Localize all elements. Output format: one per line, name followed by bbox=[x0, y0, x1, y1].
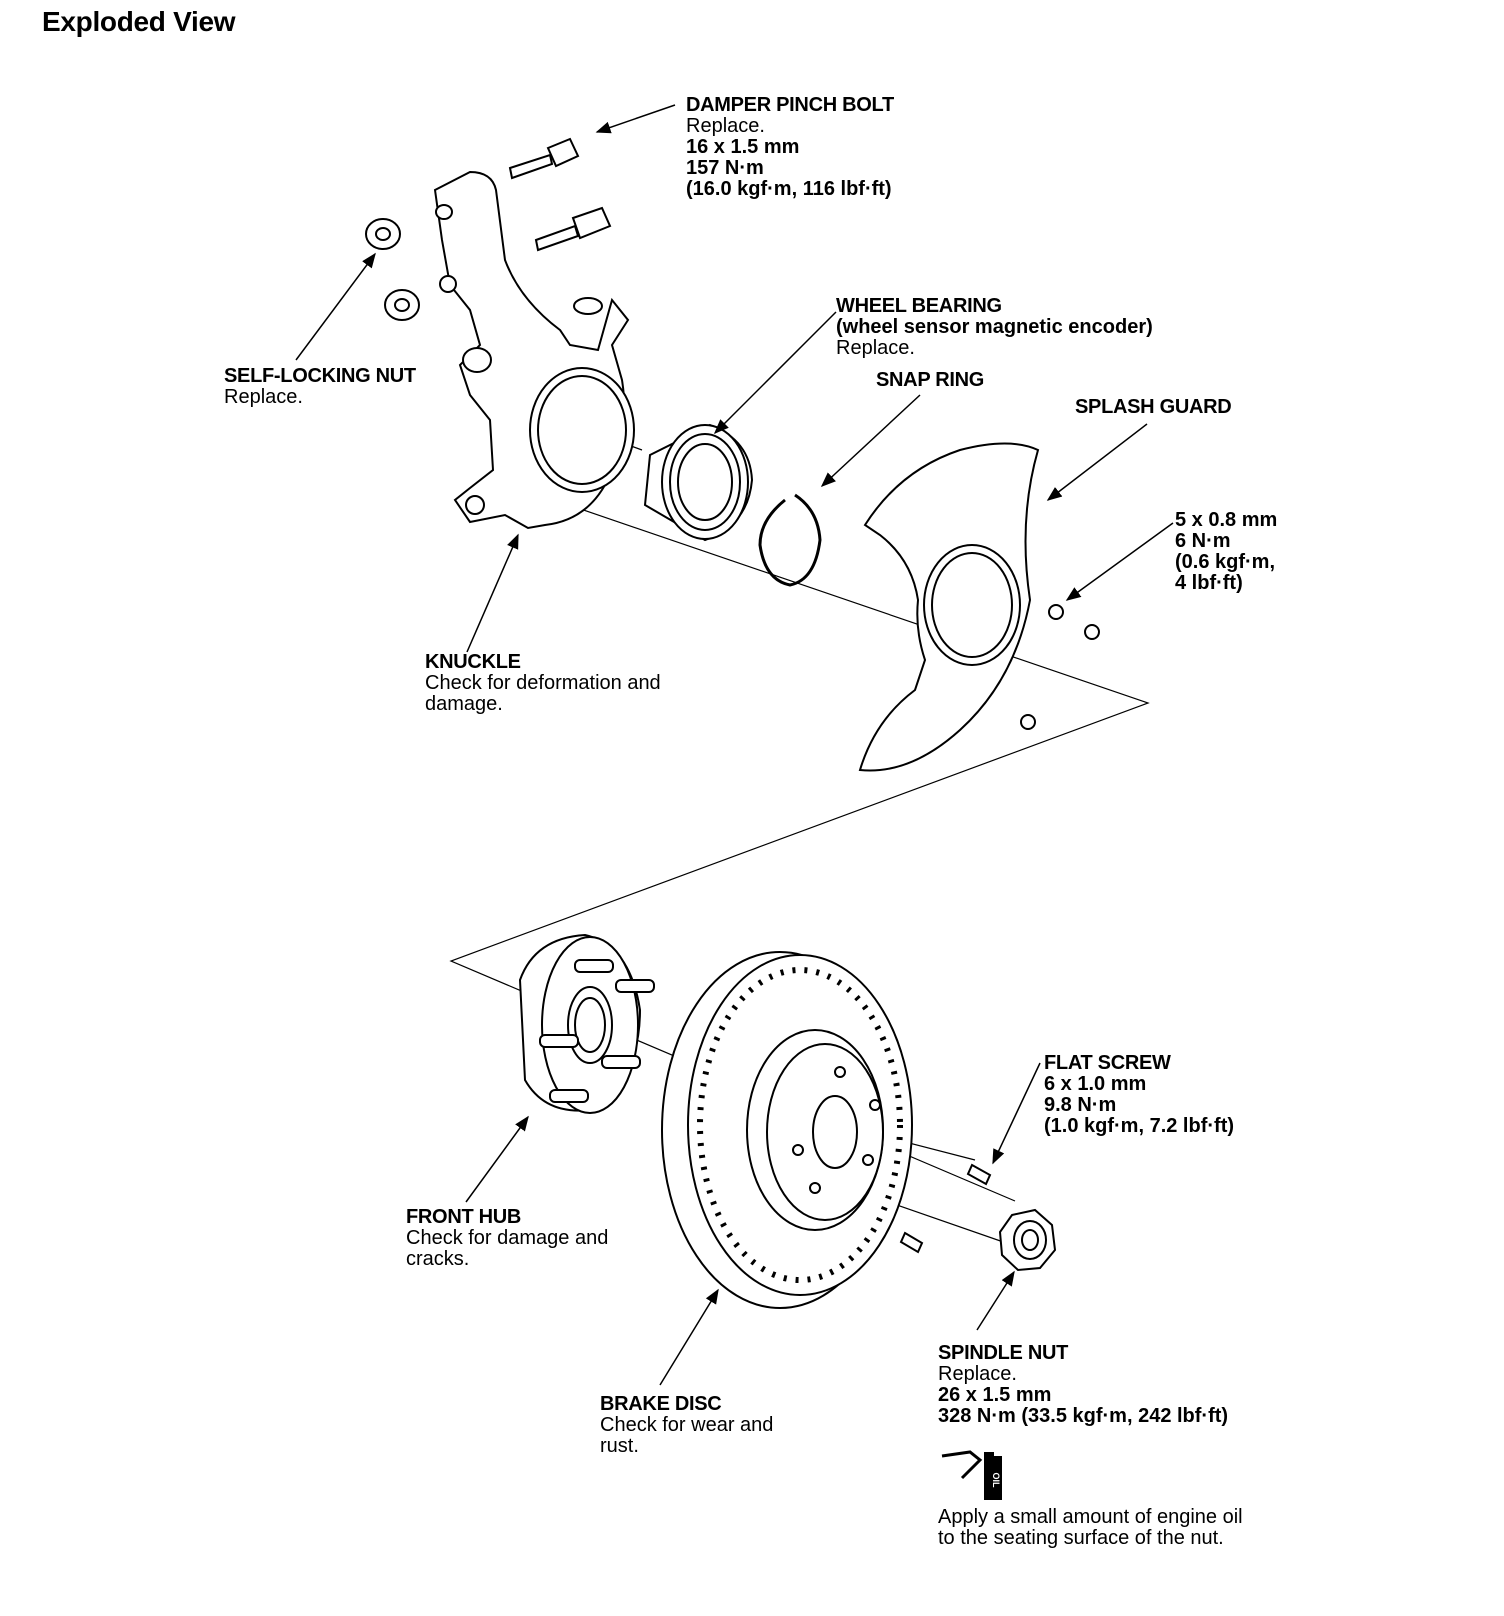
wheel-bearing-subtitle: (wheel sensor magnetic encoder) bbox=[836, 316, 1153, 338]
brake-disc-note-2: rust. bbox=[600, 1435, 639, 1457]
brake-disc-part bbox=[661, 951, 913, 1309]
brake-disc-name: BRAKE DISC bbox=[600, 1393, 722, 1415]
knuckle-note-2: damage. bbox=[425, 693, 503, 715]
spindle-nut-note: Replace. bbox=[938, 1363, 1017, 1385]
front-hub-note-2: cracks. bbox=[406, 1248, 470, 1270]
damper-pinch-bolt-note: Replace. bbox=[686, 115, 765, 137]
spindle-nut-name: SPINDLE NUT bbox=[938, 1342, 1069, 1364]
damper-pinch-bolt-name: DAMPER PINCH BOLT bbox=[686, 94, 894, 116]
snap-ring-part bbox=[758, 493, 822, 587]
oil-label: OIL bbox=[991, 1473, 1001, 1489]
spindle-nut-torque: 328 N·m (33.5 kgf·m, 242 lbf·ft) bbox=[938, 1405, 1229, 1427]
splash-guard-part bbox=[858, 442, 1040, 772]
snap-ring-callout: SNAP RING bbox=[876, 370, 984, 391]
spindle-nut-callout: SPINDLE NUT Replace. 26 x 1.5 mm 328 N·m… bbox=[938, 1343, 1228, 1427]
splash-guard-bolt-callout: 5 x 0.8 mm 6 N·m (0.6 kgf·m, 4 lbf·ft) bbox=[1175, 510, 1277, 594]
oil-note-line-1: Apply a small amount of engine oil bbox=[938, 1506, 1243, 1528]
brake-disc-note-1: Check for wear and bbox=[600, 1414, 774, 1436]
leader-arrows bbox=[295, 104, 1174, 1386]
damper-pinch-bolt-torque-alt: (16.0 kgf·m, 116 lbf·ft) bbox=[686, 178, 892, 200]
page-title: Exploded View bbox=[42, 6, 236, 37]
front-hub-name: FRONT HUB bbox=[406, 1206, 522, 1228]
flat-screw-part bbox=[899, 1163, 992, 1254]
splash-guard-bolt-size: 5 x 0.8 mm bbox=[1175, 509, 1278, 531]
damper-pinch-bolt-torque: 157 N·m bbox=[686, 157, 764, 179]
knuckle-name: KNUCKLE bbox=[425, 651, 521, 673]
oil-note-line-2: to the seating surface of the nut. bbox=[938, 1527, 1224, 1549]
self-locking-nut-note: Replace. bbox=[224, 386, 303, 408]
flat-screw-name: FLAT SCREW bbox=[1044, 1052, 1171, 1074]
splash-guard-bolt-part bbox=[1020, 604, 1100, 730]
splash-guard-bolt-torque-alt-2: 4 lbf·ft) bbox=[1175, 572, 1243, 594]
damper-pinch-bolt-part bbox=[508, 137, 612, 252]
knuckle-note-1: Check for deformation and bbox=[425, 672, 661, 694]
wheel-bearing-callout: WHEEL BEARING (wheel sensor magnetic enc… bbox=[836, 296, 1153, 359]
splash-guard-bolt-torque-alt-1: (0.6 kgf·m, bbox=[1175, 551, 1276, 573]
flat-screw-torque-alt: (1.0 kgf·m, 7.2 lbf·ft) bbox=[1044, 1115, 1235, 1137]
knuckle-callout: KNUCKLE Check for deformation and damage… bbox=[425, 652, 661, 715]
self-locking-nut-name: SELF-LOCKING NUT bbox=[224, 365, 416, 387]
knuckle-part bbox=[433, 170, 635, 530]
splash-guard-callout: SPLASH GUARD bbox=[1075, 396, 1232, 418]
splash-guard-name: SPLASH GUARD bbox=[1075, 396, 1232, 418]
flat-screw-size: 6 x 1.0 mm bbox=[1044, 1073, 1147, 1095]
self-locking-nut-part bbox=[365, 218, 420, 321]
wheel-bearing-name: WHEEL BEARING bbox=[836, 295, 1002, 317]
brake-disc-callout: BRAKE DISC Check for wear and rust. bbox=[600, 1394, 773, 1457]
front-hub-part bbox=[518, 933, 655, 1114]
snap-ring-name: SNAP RING bbox=[876, 369, 985, 391]
splash-guard-bolt-torque: 6 N·m bbox=[1175, 530, 1231, 552]
spindle-nut-part bbox=[998, 1208, 1057, 1272]
flat-screw-torque: 9.8 N·m bbox=[1044, 1094, 1117, 1116]
spindle-nut-size: 26 x 1.5 mm bbox=[938, 1384, 1052, 1406]
wheel-bearing-note: Replace. bbox=[836, 337, 915, 359]
front-hub-callout: FRONT HUB Check for damage and cracks. bbox=[406, 1207, 608, 1270]
front-hub-note-1: Check for damage and bbox=[406, 1227, 609, 1249]
damper-pinch-bolt-size: 16 x 1.5 mm bbox=[686, 136, 800, 158]
wheel-bearing-part bbox=[643, 423, 754, 542]
oil-note: Apply a small amount of engine oil to th… bbox=[938, 1507, 1243, 1549]
damper-pinch-bolt-callout: DAMPER PINCH BOLT Replace. 16 x 1.5 mm 1… bbox=[686, 95, 894, 200]
oil-can-icon: OIL bbox=[941, 1450, 1002, 1500]
flat-screw-callout: FLAT SCREW 6 x 1.0 mm 9.8 N·m (1.0 kgf·m… bbox=[1044, 1053, 1234, 1137]
self-locking-nut-callout: SELF-LOCKING NUT Replace. bbox=[224, 366, 416, 408]
